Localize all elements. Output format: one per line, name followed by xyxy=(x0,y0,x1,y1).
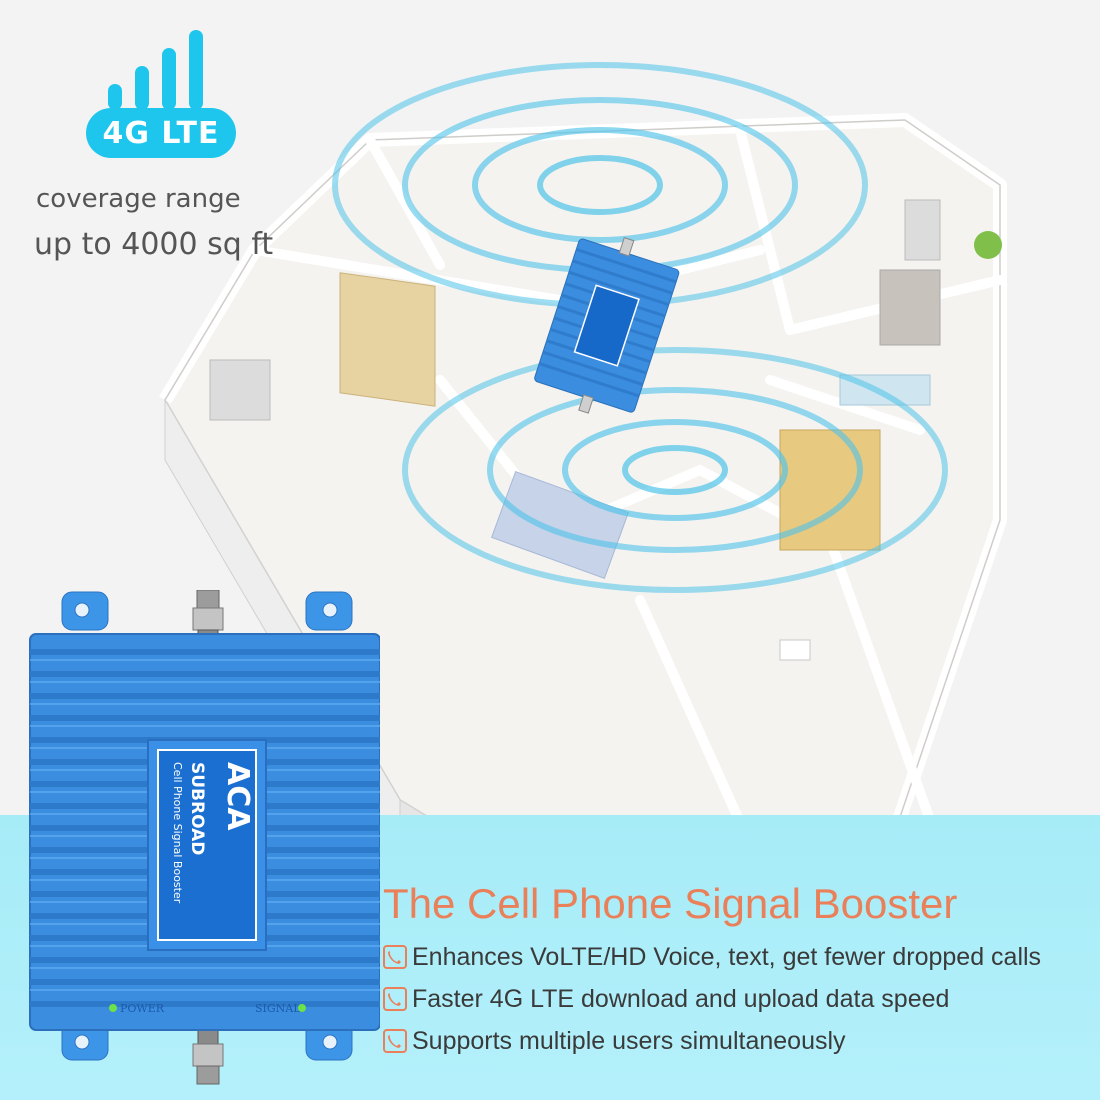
feature-text: Enhances VoLTE/HD Voice, text, get fewer… xyxy=(412,942,1042,971)
feature-item: Supports multiple users simultaneously xyxy=(383,1020,1095,1062)
window-left xyxy=(209,359,271,421)
wall-art xyxy=(879,269,941,346)
bathroom-sink xyxy=(779,639,811,661)
feature-text: Faster 4G LTE download and upload data s… xyxy=(412,984,950,1013)
plant xyxy=(974,231,1002,259)
headline: The Cell Phone Signal Booster xyxy=(383,880,958,927)
brand-logo: ACA xyxy=(220,762,255,831)
signal-waves-bottom xyxy=(402,347,948,593)
power-led-label: POWER xyxy=(120,1002,165,1015)
feature-item: Faster 4G LTE download and upload data s… xyxy=(383,978,1095,1020)
phone-icon xyxy=(383,1029,407,1053)
network-badge: 4G LTE xyxy=(86,30,236,160)
signal-led-label: SIGNAL xyxy=(255,1002,301,1015)
network-label: 4G LTE xyxy=(102,115,220,151)
power-led xyxy=(109,1004,117,1012)
booster-small xyxy=(534,237,680,414)
booster-device: ACA SUBROAD Cell Phone Signal Booster PO… xyxy=(29,590,380,1085)
coverage-value: up to 4000 sq ft xyxy=(34,227,274,262)
phone-icon xyxy=(383,987,407,1011)
coverage-caption: coverage range xyxy=(36,184,241,214)
feature-list: Enhances VoLTE/HD Voice, text, get fewer… xyxy=(383,936,1095,1062)
brand-name: SUBROAD xyxy=(187,762,207,855)
feature-text: Supports multiple users simultaneously xyxy=(412,1026,846,1055)
feature-item: Enhances VoLTE/HD Voice, text, get fewer… xyxy=(383,936,1095,978)
signal-led xyxy=(298,1004,306,1012)
window-right xyxy=(904,199,941,261)
phone-icon xyxy=(383,945,407,969)
bookshelf xyxy=(339,272,436,407)
bottom-connector xyxy=(192,1029,224,1085)
signal-bars-icon xyxy=(108,30,218,110)
network-pill: 4G LTE xyxy=(86,108,236,158)
product-label: Cell Phone Signal Booster xyxy=(171,762,184,904)
